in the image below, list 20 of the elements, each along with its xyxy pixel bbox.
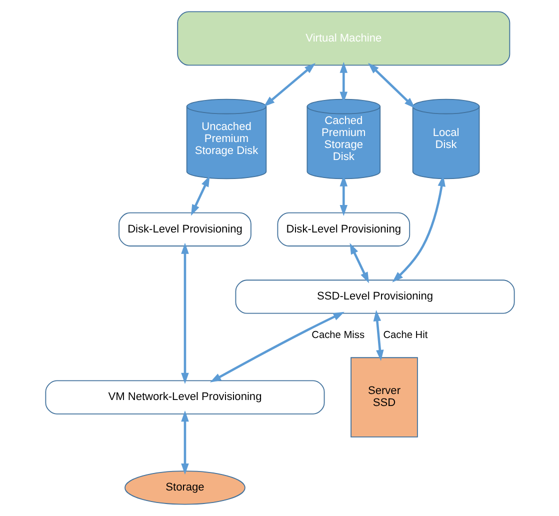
edge-label: Cache Miss (311, 330, 364, 342)
arrow (392, 175, 445, 282)
arrow (209, 312, 344, 382)
arrow (372, 310, 384, 362)
arrow (339, 175, 348, 216)
edge-label: Cache Hit (382, 330, 428, 342)
node-box: Server SSD (350, 357, 418, 438)
arrow (339, 62, 348, 103)
node-ellipse: Storage (124, 470, 245, 505)
arrow (190, 176, 210, 216)
node-box: SSD-Level Provisioning (234, 280, 514, 314)
arrow (368, 62, 415, 108)
arrow (180, 410, 188, 475)
node-box: VM Network-Level Provisioning (44, 380, 324, 414)
node-box: Virtual Machine (176, 11, 510, 66)
arrow (180, 242, 188, 384)
arrow (349, 243, 368, 284)
node-box: Disk-Level Provisioning (118, 212, 251, 246)
arrow (263, 63, 316, 107)
node-box: Disk-Level Provisioning (276, 212, 410, 246)
